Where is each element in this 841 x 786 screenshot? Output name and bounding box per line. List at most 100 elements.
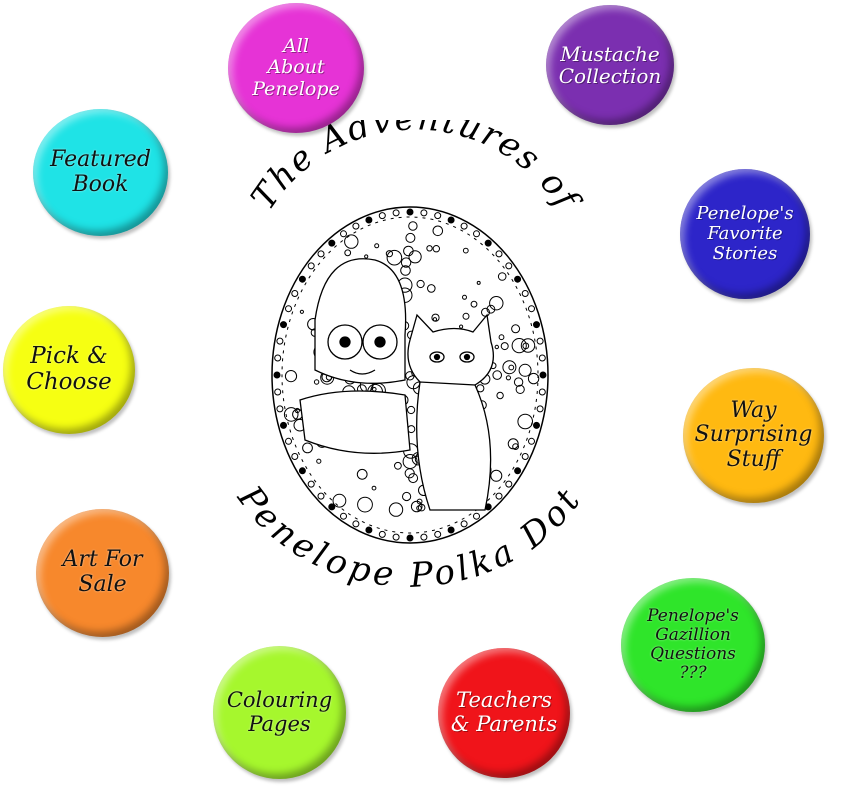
- doodle-dot: [518, 363, 532, 377]
- border-flower: [273, 371, 281, 379]
- border-flower: [406, 534, 414, 542]
- border-flower: [505, 262, 513, 270]
- border-flower: [378, 530, 386, 538]
- border-flower: [285, 437, 292, 445]
- teachers-parents-button[interactable]: Teachers & Parents: [438, 648, 570, 778]
- border-flower: [434, 212, 442, 220]
- way-surprising-stuff-button[interactable]: Way Surprising Stuff: [683, 368, 824, 503]
- border-flower: [533, 321, 540, 329]
- border-flower: [533, 421, 540, 429]
- doodle-dot: [513, 377, 524, 387]
- pick-and-choose-label: Pick & Choose: [26, 343, 112, 395]
- mustache-collection-button[interactable]: Mustache Collection: [546, 5, 674, 125]
- border-flower: [307, 262, 315, 270]
- doodle-dot: [462, 294, 467, 300]
- all-about-penelope-button[interactable]: All About Penelope: [228, 3, 364, 133]
- border-flower: [340, 512, 347, 520]
- doodle-dot: [403, 245, 414, 257]
- doodle-dot: [462, 312, 470, 320]
- doodle-dot: [476, 280, 481, 285]
- pick-and-choose-button[interactable]: Pick & Choose: [3, 306, 135, 434]
- doodle-dot: [371, 485, 377, 491]
- border-flower: [328, 503, 336, 511]
- doodle-dot: [388, 502, 404, 517]
- doodle-dot: [520, 338, 536, 353]
- border-flower: [447, 526, 455, 534]
- doodle-dot: [486, 304, 496, 314]
- featured-book-label: Featured Book: [50, 146, 151, 197]
- penelope-girl-drawing: [299, 258, 411, 454]
- border-flower: [538, 354, 546, 362]
- border-flower: [420, 209, 428, 217]
- doodle-dot: [294, 407, 300, 414]
- doodle-dot: [357, 496, 373, 513]
- doodle-dot: [431, 313, 440, 322]
- border-flower: [274, 388, 282, 396]
- doodle-dot: [364, 254, 369, 259]
- border-flower: [317, 492, 325, 500]
- border-flower: [307, 480, 315, 488]
- border-flower: [514, 467, 522, 475]
- doodle-dot: [372, 387, 377, 392]
- penelope-polka-dot-logo: The Adventures of Penelope Polka Dot: [229, 120, 588, 596]
- art-for-sale-button[interactable]: Art For Sale: [36, 509, 169, 637]
- doodle-dot: [394, 461, 402, 470]
- doodle-dot: [494, 344, 499, 350]
- doodle-dot: [408, 250, 422, 264]
- doodle-dot: [432, 245, 441, 253]
- doodle-dot: [515, 384, 525, 394]
- border-flower: [276, 337, 284, 345]
- border-flower: [276, 405, 284, 413]
- doodle-dot: [416, 279, 425, 289]
- featured-book-button[interactable]: Featured Book: [33, 109, 168, 236]
- doodle-dot: [302, 442, 313, 454]
- logo-title-top: The Adventures of: [243, 120, 588, 220]
- border-flower: [352, 520, 360, 528]
- doodle-dot: [407, 405, 416, 415]
- doodle-dot: [496, 391, 504, 400]
- doodle-dot: [492, 370, 503, 380]
- favorite-stories-button[interactable]: Penelope's Favorite Stories: [680, 169, 810, 299]
- border-flower: [328, 239, 336, 247]
- border-flower: [434, 530, 442, 538]
- doodle-dot: [427, 284, 436, 293]
- border-flower: [460, 520, 468, 528]
- gazillion-questions-button[interactable]: Penelope's Gazillion Questions ???: [621, 578, 765, 712]
- doodle-dot: [511, 338, 527, 354]
- doodle-dot: [299, 309, 305, 314]
- border-flower: [495, 492, 503, 500]
- doodle-dot: [374, 243, 380, 249]
- favorite-stories-label: Penelope's Favorite Stories: [696, 202, 794, 265]
- doodle-dot: [400, 257, 412, 268]
- doodle-dot: [511, 324, 521, 334]
- doodle-dot: [400, 265, 411, 276]
- mustache-collection-label: Mustache Collection: [558, 41, 662, 88]
- doodle-dot: [527, 372, 540, 385]
- border-flower: [473, 512, 480, 520]
- border-flower: [352, 222, 360, 230]
- doodle-dot: [405, 232, 416, 243]
- border-flower: [378, 212, 386, 220]
- doodle-dot: [500, 342, 509, 351]
- border-flower: [365, 526, 373, 534]
- border-flower: [365, 216, 373, 224]
- doodle-dot: [402, 454, 418, 469]
- doodle-dot: [489, 296, 504, 311]
- doodle-dot: [344, 249, 352, 257]
- doodle-dot: [386, 249, 403, 266]
- colouring-pages-label: Colouring Pages: [226, 687, 333, 736]
- doodle-dot: [512, 443, 520, 451]
- doodle-dot: [490, 469, 503, 482]
- doodle-dot: [432, 225, 444, 237]
- all-about-penelope-label: All About Penelope: [252, 35, 340, 100]
- border-flower: [298, 275, 306, 283]
- border-flower: [291, 290, 299, 297]
- colouring-pages-button[interactable]: Colouring Pages: [213, 646, 346, 779]
- doodle-dot: [332, 493, 347, 508]
- border-flower: [340, 230, 347, 238]
- doodle-dot: [344, 234, 359, 249]
- border-flower: [317, 250, 325, 258]
- doodle-dot: [426, 245, 433, 252]
- border-flower: [406, 208, 414, 216]
- doodle-dot: [470, 300, 478, 308]
